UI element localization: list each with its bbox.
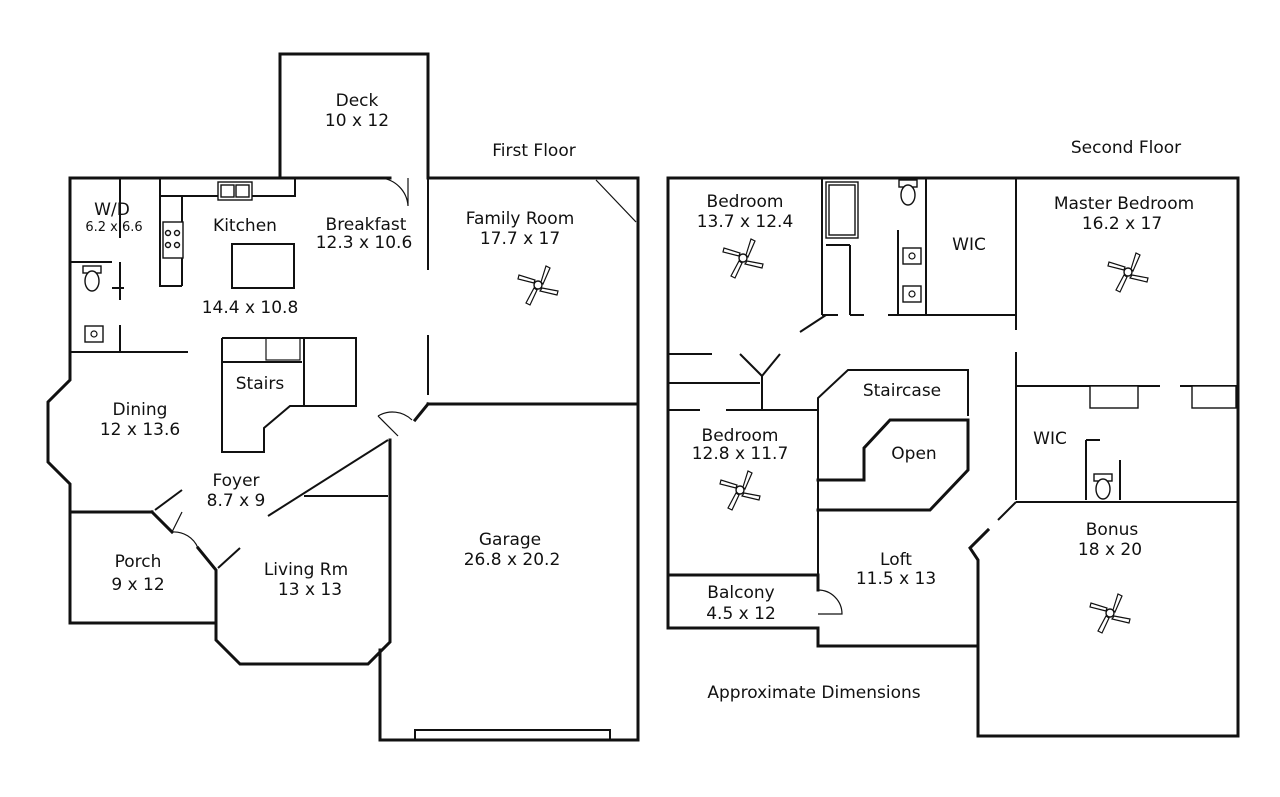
stove-icon: [162, 221, 184, 259]
balcony-label: Balcony: [707, 583, 774, 603]
stairs-label: Stairs: [236, 374, 285, 394]
sink-icon: [902, 247, 922, 265]
porch-label: Porch: [115, 552, 162, 572]
open-label: Open: [891, 444, 936, 464]
second-floor-walls: [666, 176, 1240, 738]
foyer-label: Foyer: [212, 471, 259, 491]
ceiling-fan-icon: [719, 470, 761, 511]
family-room-dims: 17.7 x 17: [480, 229, 560, 249]
master-bedroom-dims: 16.2 x 17: [1082, 214, 1162, 234]
second-floor-title: Second Floor: [1071, 138, 1181, 158]
master-bedroom-label: Master Bedroom: [1054, 194, 1194, 214]
porch-dims: 9 x 12: [111, 575, 164, 595]
family-room-label: Family Room: [466, 209, 575, 229]
first-floor-title: First Floor: [492, 141, 575, 161]
toilet-icon: [898, 179, 918, 206]
bedroom2-label: Bedroom: [702, 426, 779, 446]
dining-dims: 12 x 13.6: [100, 420, 180, 440]
sink-double-icon: [217, 181, 253, 201]
staircase-label: Staircase: [863, 381, 941, 401]
toilet-icon: [82, 265, 102, 292]
breakfast-dims: 12.3 x 10.6: [316, 233, 413, 253]
bedroom2-dims: 12.8 x 11.7: [692, 444, 789, 464]
loft-dims: 11.5 x 13: [856, 569, 936, 589]
kitchen-dims: 14.4 x 10.8: [202, 298, 299, 318]
garage-dims: 26.8 x 20.2: [464, 550, 561, 570]
first-floor-walls: [46, 52, 640, 742]
bonus-dims: 18 x 20: [1078, 540, 1142, 560]
wd-dims: 6.2 x 6.6: [85, 220, 142, 235]
wd-label: W/D: [94, 200, 130, 220]
wic2-label: WIC: [1033, 429, 1067, 449]
garage-label: Garage: [479, 530, 541, 550]
dining-label: Dining: [113, 400, 168, 420]
toilet-icon: [1093, 473, 1113, 500]
ceiling-fan-icon: [1089, 593, 1131, 634]
sink-icon: [902, 285, 922, 303]
breakfast-label: Breakfast: [326, 215, 407, 235]
deck-label: Deck: [336, 91, 379, 111]
ceiling-fan-icon: [1107, 252, 1149, 293]
kitchen-label: Kitchen: [213, 216, 277, 236]
bedroom1-label: Bedroom: [707, 192, 784, 212]
living-room-dims: 13 x 13: [278, 580, 342, 600]
ceiling-fan-icon: [517, 265, 559, 306]
approximate-dimensions-note: Approximate Dimensions: [707, 683, 920, 703]
foyer-dims: 8.7 x 9: [207, 491, 266, 511]
living-room-label: Living Rm: [264, 560, 348, 580]
balcony-dims: 4.5 x 12: [706, 604, 776, 624]
loft-label: Loft: [880, 550, 912, 570]
ceiling-fan-icon: [722, 238, 764, 279]
bathtub-icon: [825, 181, 859, 239]
sink-icon: [84, 325, 104, 343]
bonus-label: Bonus: [1086, 520, 1139, 540]
wic1-label: WIC: [952, 235, 986, 255]
deck-dims: 10 x 12: [325, 111, 389, 131]
bedroom1-dims: 13.7 x 12.4: [697, 212, 794, 232]
